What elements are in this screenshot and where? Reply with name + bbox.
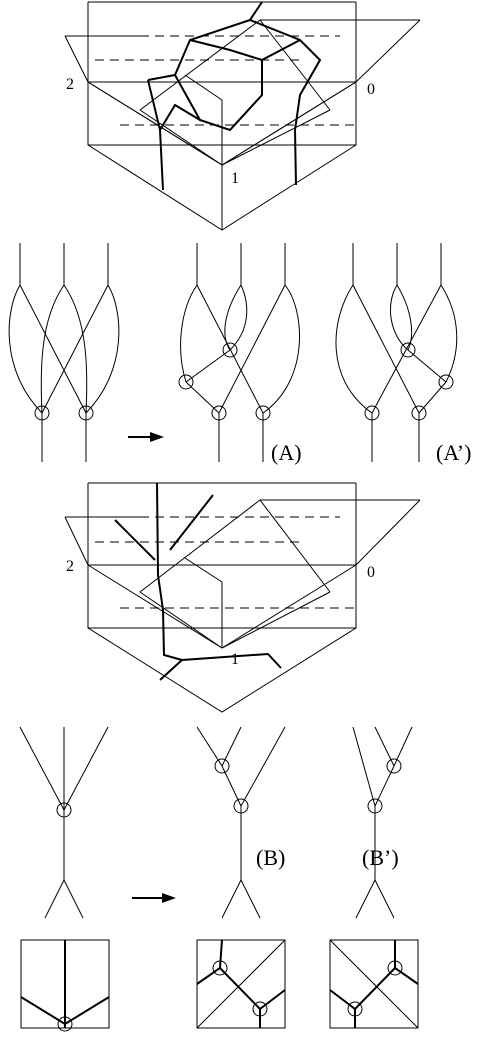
top-label-2: 2 [66, 76, 74, 93]
square-b-prime-node-1 [387, 960, 403, 976]
tree-panel-b: (B) (B’) [19, 726, 413, 919]
tree-left-node [56, 802, 72, 818]
braid-a [178, 243, 300, 462]
square-b [196, 939, 286, 1029]
top-prism-wings [64, 19, 421, 166]
label-b: (B) [256, 845, 285, 870]
bottom-label-2: 2 [66, 558, 74, 575]
square-panels [20, 939, 419, 1032]
bottom-label-1: 1 [231, 651, 239, 668]
bottom-prism-graph [114, 482, 282, 681]
top-prism: 2 0 1 [64, 1, 421, 231]
braid-panel-a: (A) (A’) [8, 243, 471, 465]
label-a-prime: (A’) [436, 440, 471, 465]
tree-left [19, 726, 109, 919]
square-b-prime-node-2 [347, 1001, 363, 1017]
braid-left-crossing-2 [78, 405, 94, 421]
braid-a-crossing-3 [211, 405, 227, 421]
braid-a-prime-crossing-3 [364, 405, 380, 421]
braid-a-crossing-2 [178, 374, 194, 390]
square-b-node-1 [212, 960, 228, 976]
braid-a-prime-crossing-2 [438, 374, 454, 390]
tree-b-node-1 [214, 758, 230, 774]
braid-a-crossing-4 [255, 405, 271, 421]
label-a: (A) [271, 440, 302, 465]
bottom-prism-wings [64, 499, 421, 649]
tree-b [196, 726, 286, 919]
top-label-1: 1 [231, 170, 239, 187]
tree-b-prime-node-1 [386, 758, 402, 774]
top-prism-graph [147, 1, 322, 191]
braid-a-crossing-1 [222, 342, 238, 358]
label-b-prime: (B’) [362, 845, 399, 870]
top-label-0: 0 [367, 81, 375, 98]
braid-left [8, 243, 120, 462]
tree-b-prime [352, 726, 413, 919]
bottom-label-0: 0 [367, 564, 375, 581]
braid-a-prime-crossing-4 [411, 405, 427, 421]
arrow-b [132, 893, 176, 903]
square-b-node-2 [252, 1001, 268, 1017]
square-left-node [57, 1016, 73, 1032]
arrow-a [128, 432, 164, 442]
tree-b-node-2 [233, 798, 249, 814]
square-left [20, 939, 110, 1032]
bottom-prism: 2 0 1 [64, 482, 421, 713]
braid-a-prime-crossing-1 [400, 342, 416, 358]
braid-a-prime [335, 243, 458, 462]
braid-left-crossing-1 [34, 405, 50, 421]
square-b-prime [329, 939, 419, 1029]
tree-b-prime-node-2 [367, 798, 383, 814]
